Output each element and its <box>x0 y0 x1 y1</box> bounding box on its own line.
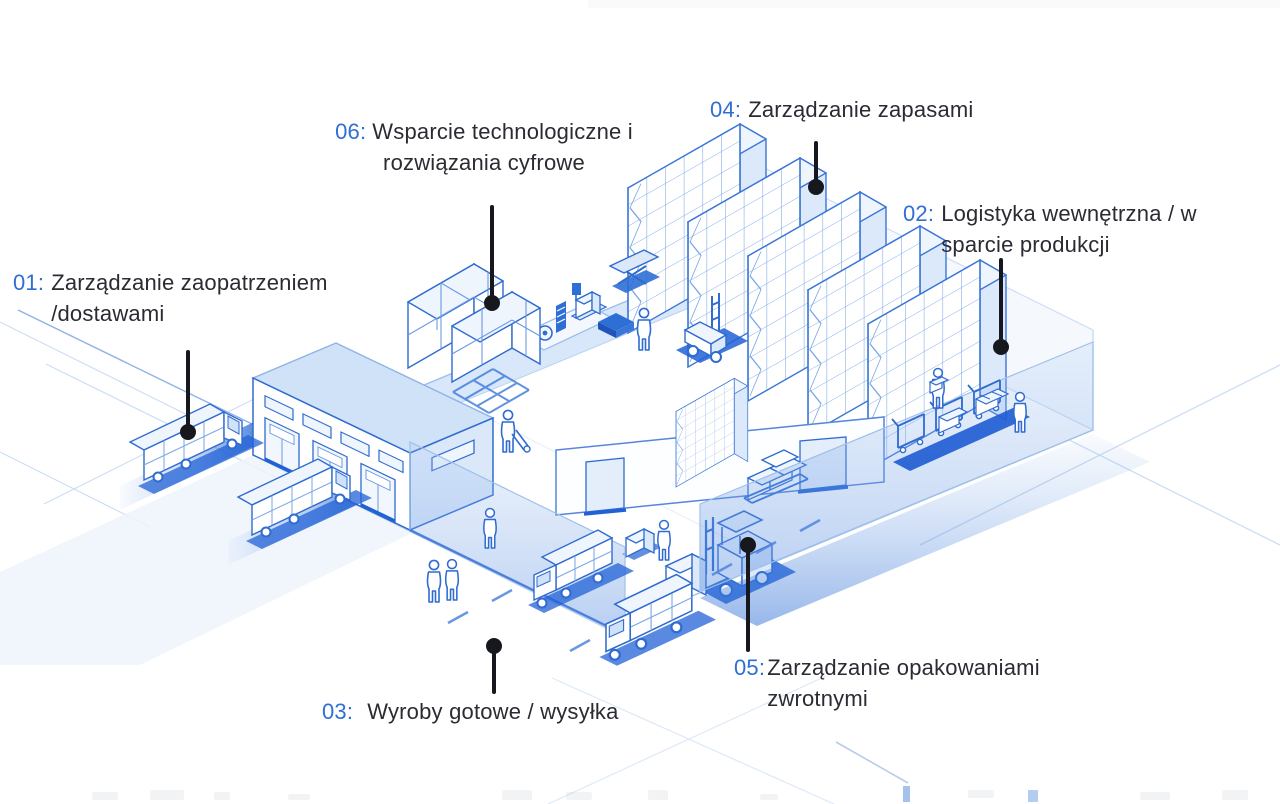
pallet-box-stacks <box>406 262 542 414</box>
forklift-racks <box>676 293 748 363</box>
label-05-opakowania: 05: Zarządzanie opakowaniami zwrotnymi <box>734 652 1040 714</box>
label-06-number: 06: <box>335 119 367 144</box>
label-03-wyroby: 03: Wyroby gotowe / wysyłka <box>322 696 619 727</box>
pointer-05 <box>740 537 756 652</box>
agv-robot <box>598 307 652 351</box>
label-06-text2: rozwiązania cyfrowe <box>383 150 585 175</box>
label-02-text: Logistyka wewnętrzna / w <box>941 201 1197 226</box>
pointer-03 <box>486 638 502 694</box>
label-05-text: Zarządzanie opakowaniami <box>767 655 1040 680</box>
label-03-number: 03: <box>322 699 354 724</box>
pointer-04 <box>808 141 824 195</box>
empty-pallets <box>452 368 530 414</box>
label-03-text: Wyroby gotowe / wysyłka <box>367 699 619 724</box>
scissor-lift <box>608 249 660 293</box>
pointer-02 <box>993 258 1009 355</box>
label-06-text: Wsparcie technologiczne i <box>372 119 633 144</box>
label-04-text: Zarządzanie zapasami <box>748 97 974 122</box>
label-04-zapasy: 04: Zarządzanie zapasami <box>710 94 974 125</box>
label-04-number: 04: <box>710 97 742 122</box>
pointer-06 <box>484 205 500 311</box>
returnable-carts <box>891 367 1030 471</box>
pointer-01 <box>180 350 196 440</box>
packing-workstation <box>516 283 614 351</box>
pallet-jack-worker <box>622 519 671 561</box>
label-01-number: 01: <box>13 270 45 295</box>
label-02-logistyka: 02: Logistyka wewnętrzna / w sparcie pro… <box>903 198 1197 260</box>
workers <box>426 409 531 603</box>
pointers <box>180 141 1009 694</box>
label-02-number: 02: <box>903 201 935 226</box>
bottom-cutoff-strip <box>92 786 1248 802</box>
label-01-text: Zarządzanie zaopatrzeniem <box>51 270 328 295</box>
label-02-text2: sparcie produkcji <box>941 232 1110 257</box>
label-05-text2: zwrotnymi <box>767 686 868 711</box>
label-01-zaopatrzenie: 01: Zarządzanie zaopatrzeniem /dostawami <box>13 267 328 329</box>
label-05-number: 05: <box>734 655 766 680</box>
label-06-wsparcie: 06:Wsparcie technologiczne i rozwiązania… <box>296 116 672 178</box>
label-01-text2: /dostawami <box>51 301 165 326</box>
